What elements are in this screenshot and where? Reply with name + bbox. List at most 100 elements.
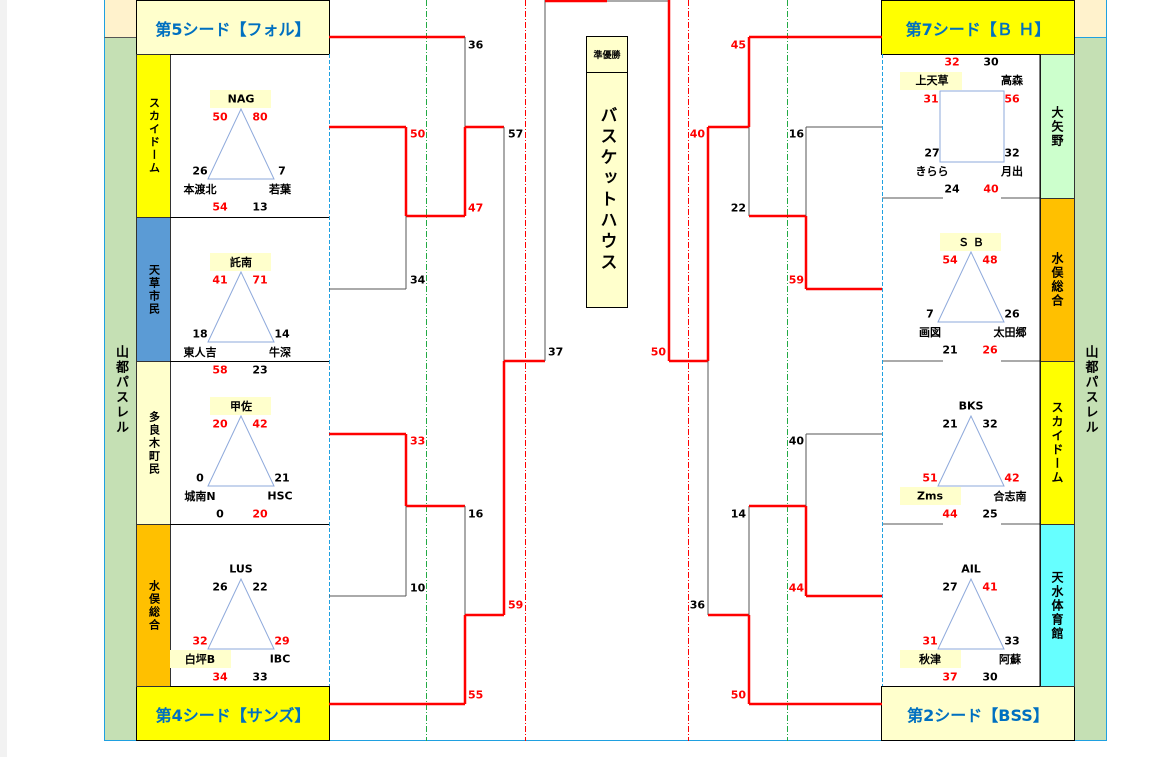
match-score: 59 (788, 273, 804, 287)
score: 20 (212, 417, 228, 431)
score: 7 (926, 307, 934, 321)
team-name: 甲佐 (230, 400, 252, 413)
score: 51 (922, 471, 938, 485)
match-score: 14 (730, 507, 746, 521)
team-name: 東人吉 (183, 346, 217, 359)
score: 42 (1004, 471, 1020, 485)
venue-label: スカイドーム (136, 54, 171, 218)
score: 33 (252, 670, 268, 684)
team-name: 城南N (184, 490, 216, 503)
score: 20 (252, 507, 268, 521)
score: 26 (982, 343, 998, 357)
right-corner-cell (1074, 0, 1107, 37)
match-score: 33 (410, 434, 426, 448)
score: 41 (982, 580, 998, 594)
match-score: 22 (730, 201, 746, 215)
team-name: Zms (917, 489, 943, 503)
match-score: 50 (650, 345, 666, 359)
team-name: NAG (227, 92, 255, 106)
team-name: 白坪B (184, 653, 216, 666)
team-name: 牛深 (269, 346, 291, 359)
match-score: 36 (468, 38, 484, 52)
team-name: 秋津 (919, 653, 941, 666)
score: 32 (982, 417, 998, 431)
score: 24 (944, 182, 960, 196)
team-name: 画図 (919, 326, 941, 339)
match-score: 36 (689, 598, 705, 612)
group-cell (170, 524, 330, 687)
score: 26 (192, 164, 208, 178)
match-score: 59 (508, 598, 524, 612)
score: 56 (1004, 92, 1020, 106)
venue-label: 多良木町民 (136, 361, 171, 525)
page-margin (0, 0, 7, 757)
match-score: 37 (548, 345, 564, 359)
league-square (939, 90, 1005, 163)
score: 33 (1004, 634, 1020, 648)
team-name: 太田郷 (993, 326, 1027, 339)
match-score: 10 (410, 581, 426, 595)
seed-7-box: 第7シード【Ｂ Ｈ】 (881, 0, 1075, 55)
team-name: Ｓ Ｂ (958, 236, 984, 249)
match-score: 50 (730, 688, 746, 702)
bottom-border (104, 740, 1107, 741)
score: 21 (942, 343, 958, 357)
match-score: 16 (468, 507, 484, 521)
score: 25 (982, 507, 998, 521)
score: 31 (923, 92, 939, 106)
seed-2-box: 第2シード【BSS】 (881, 686, 1075, 741)
team-name: 月出 (1001, 165, 1023, 178)
score: 0 (216, 507, 224, 521)
team-highlight (170, 650, 231, 668)
match-score: 44 (788, 581, 804, 595)
venue-label: 水俣総合 (136, 524, 171, 687)
left-corner-cell (104, 0, 136, 37)
score: 22 (252, 580, 268, 594)
team-name: HSC (267, 489, 293, 503)
score: 27 (924, 146, 940, 160)
team-highlight (210, 397, 271, 415)
score: 27 (942, 580, 958, 594)
runner-up-team: バスケットハウス (586, 72, 628, 308)
team-name: 託南 (230, 256, 252, 269)
team-name: 合志南 (993, 490, 1027, 503)
seed-4-box: 第4シード【サンズ】 (136, 686, 330, 741)
score: 13 (252, 200, 268, 214)
score: 18 (192, 327, 208, 341)
score: 80 (252, 110, 268, 124)
team-highlight (900, 650, 961, 668)
team-highlight (210, 90, 271, 108)
team-highlight (900, 72, 962, 90)
score: 7 (278, 164, 286, 178)
score: 30 (983, 55, 999, 69)
score: 32 (944, 55, 960, 69)
score: 14 (274, 327, 290, 341)
venue-label: 水俣総合 (1040, 198, 1075, 362)
score: 32 (192, 634, 208, 648)
score: 58 (212, 363, 228, 377)
league-triangle (937, 414, 1005, 487)
match-score: 45 (730, 38, 746, 52)
score: 29 (274, 634, 290, 648)
score: 31 (922, 634, 938, 648)
score: 23 (252, 363, 268, 377)
league-triangle (207, 270, 275, 343)
match-score: 55 (468, 688, 484, 702)
match-score: 34 (410, 273, 426, 287)
match-score: 50 (410, 127, 426, 141)
score: 71 (252, 273, 268, 287)
team-name: きらら (915, 165, 949, 178)
score: 37 (942, 670, 958, 684)
team-name: LUS (229, 562, 253, 576)
score: 26 (212, 580, 228, 594)
score: 30 (982, 670, 998, 684)
team-highlight (940, 233, 1001, 251)
score: 0 (196, 471, 204, 485)
league-triangle (937, 250, 1005, 323)
score: 41 (212, 273, 228, 287)
league-triangle (207, 414, 275, 487)
score: 21 (942, 417, 958, 431)
score: 34 (212, 670, 228, 684)
left-side-label: 山都パスレル (104, 37, 136, 741)
